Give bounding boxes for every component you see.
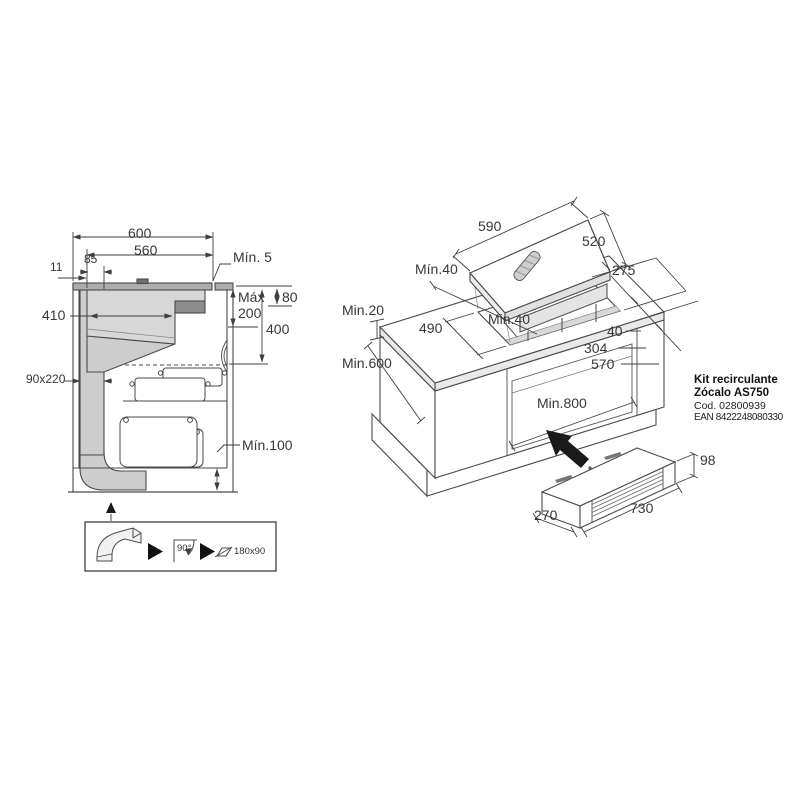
angle-90-icon xyxy=(173,539,197,562)
legend-angle-label: 90° xyxy=(177,543,192,554)
cabinet-opening xyxy=(511,343,633,450)
hob-iso xyxy=(469,219,611,341)
hob-vent-slot xyxy=(136,278,149,285)
dim-label-400: 400 xyxy=(266,321,290,337)
dim-label-590: 590 xyxy=(478,218,502,234)
worktop-section xyxy=(72,278,234,291)
dim-label-max: Máx xyxy=(238,289,265,305)
iso-dimensions xyxy=(363,196,699,452)
dim-label-11: 11 xyxy=(50,260,63,274)
dim-label-600: 600 xyxy=(128,225,152,241)
dim-label-40: 40 xyxy=(607,323,623,339)
dim-label-410: 410 xyxy=(42,307,66,323)
side-view-drawing xyxy=(58,232,292,572)
legend-duct-size-label: 180x90 xyxy=(234,546,266,557)
kit-dimensions xyxy=(532,451,699,538)
product-ean: EAN 8422248080330 xyxy=(694,412,783,423)
dim-label-min800: Min.800 xyxy=(537,395,587,411)
dim-label-min100: Mín.100 xyxy=(242,437,293,453)
dim-label-490: 490 xyxy=(419,320,443,336)
product-model: Zócalo AS750 xyxy=(694,387,769,399)
up-arrow-icon xyxy=(106,502,116,521)
product-info-block: Kit recirculante Zócalo AS750 Cod. 02800… xyxy=(694,374,800,424)
dim-label-304: 304 xyxy=(584,340,608,356)
dim-label-98: 98 xyxy=(700,452,716,468)
dim-label-270: 270 xyxy=(534,507,558,523)
flat-duct-icon xyxy=(214,546,233,558)
flow-arrow-icon xyxy=(148,543,163,560)
install-arrow-icon xyxy=(546,430,589,468)
dim-label-min600: Min.600 xyxy=(342,355,392,371)
dim-label-570: 570 xyxy=(591,356,615,372)
hob-side-body xyxy=(86,289,206,345)
dim-label-min5: Mín. 5 xyxy=(233,249,272,265)
dim-label-min40-side: Min.40 xyxy=(488,311,531,327)
iso-view-drawing xyxy=(363,196,699,538)
cabinet-body xyxy=(379,319,665,480)
kit-top-slot xyxy=(604,452,622,460)
dim-label-200: 200 xyxy=(238,305,262,321)
elbow-duct-icon xyxy=(96,527,142,562)
product-title: Kit recirculante xyxy=(694,374,778,386)
kit-top-slot xyxy=(555,475,573,483)
dim-label-80: 80 xyxy=(282,289,298,305)
dim-label-520: 520 xyxy=(582,233,606,249)
cabinet-contents xyxy=(119,367,228,468)
kit-front-grille xyxy=(591,471,664,517)
downdraft-vent-slot xyxy=(513,251,541,281)
flow-arrow-icon xyxy=(200,543,215,560)
dim-label-275: 275 xyxy=(612,262,636,278)
dim-label-duct-section: 90x220 xyxy=(26,372,66,386)
plinth-kit-box xyxy=(532,447,699,538)
dim-label-730: 730 xyxy=(630,500,654,516)
side-view-dimensions xyxy=(58,232,292,491)
dim-label-min40-rear: Mín.40 xyxy=(415,261,458,277)
dim-label-85: 85 xyxy=(84,252,98,266)
dim-label-560: 560 xyxy=(134,242,158,258)
dim-label-min20: Min.20 xyxy=(342,302,385,318)
legend-box xyxy=(84,521,277,572)
product-code: Cod. 02800939 xyxy=(694,400,766,412)
hob-plenum-box xyxy=(519,283,608,333)
